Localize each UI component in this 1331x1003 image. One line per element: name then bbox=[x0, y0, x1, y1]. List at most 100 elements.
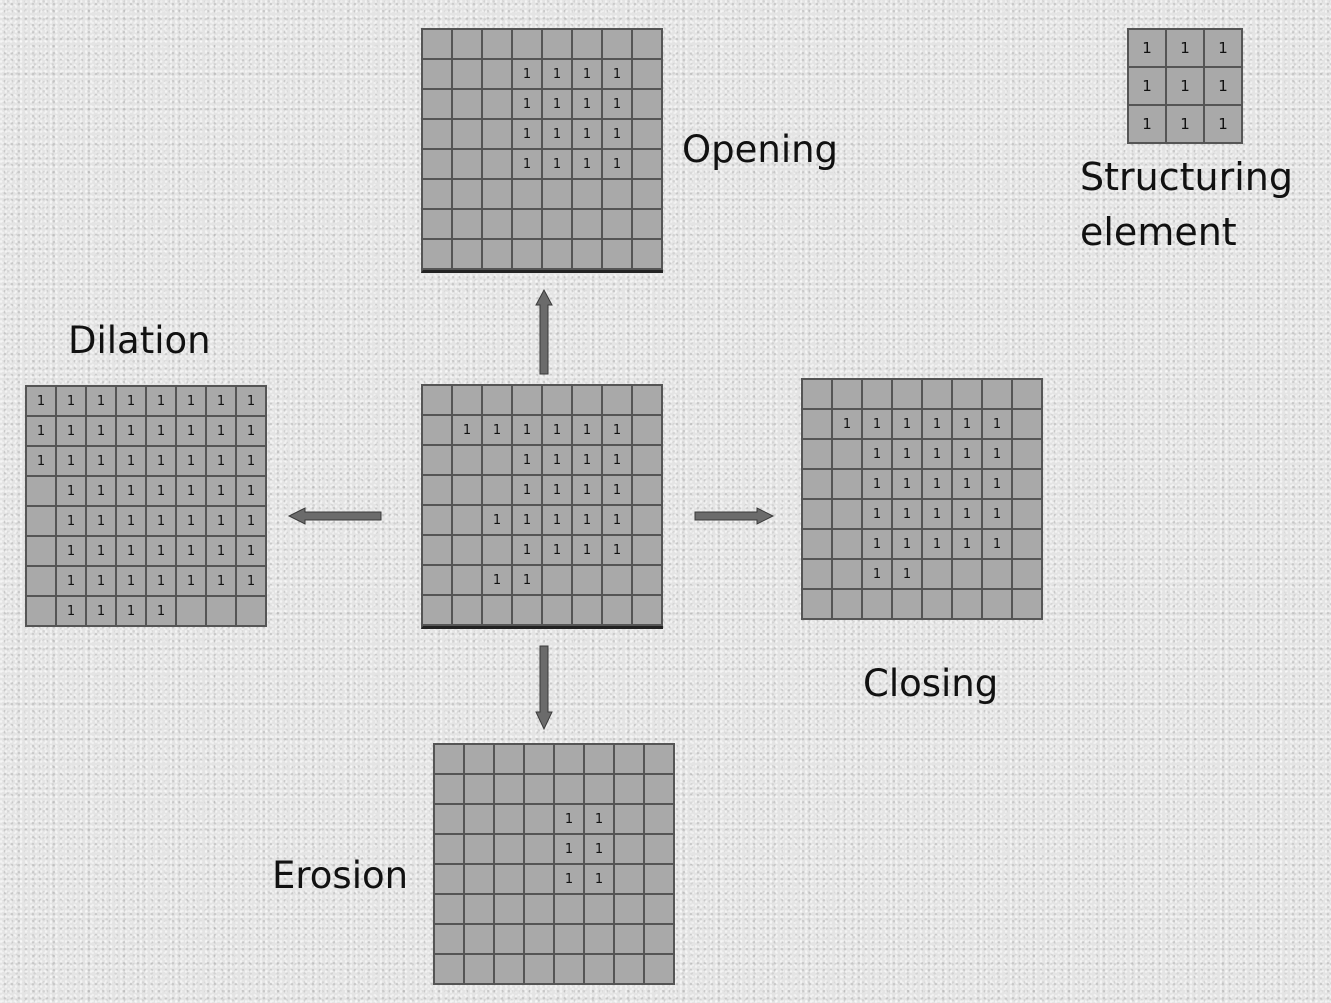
grid-cell-one: 1 bbox=[27, 417, 57, 447]
grid-cell bbox=[525, 775, 555, 805]
grid-cell-one: 1 bbox=[237, 567, 267, 597]
grid-cell-one: 1 bbox=[893, 470, 923, 500]
grid-cell bbox=[923, 590, 953, 620]
grid-cell bbox=[645, 895, 675, 925]
grid-cell bbox=[423, 506, 453, 536]
grid-cell bbox=[453, 476, 483, 506]
grid-cell bbox=[27, 567, 57, 597]
grid-cell bbox=[573, 386, 603, 416]
grid-cell-one: 1 bbox=[573, 150, 603, 180]
grid-cell-one: 1 bbox=[87, 447, 117, 477]
grid-cell bbox=[803, 560, 833, 590]
grid-cell-one: 1 bbox=[1167, 106, 1205, 144]
grid-cell-one: 1 bbox=[483, 566, 513, 596]
grid-cell bbox=[615, 925, 645, 955]
grid-cell bbox=[435, 955, 465, 985]
grid-cell bbox=[465, 805, 495, 835]
grid-cell-one: 1 bbox=[237, 447, 267, 477]
grid-cell-one: 1 bbox=[87, 417, 117, 447]
grid-cell bbox=[923, 560, 953, 590]
grid-cell-one: 1 bbox=[555, 805, 585, 835]
grid-cell-one: 1 bbox=[983, 410, 1013, 440]
grid-cell-one: 1 bbox=[57, 417, 87, 447]
grid-cell-one: 1 bbox=[833, 410, 863, 440]
grid-cell-one: 1 bbox=[513, 506, 543, 536]
grid-cell-one: 1 bbox=[543, 120, 573, 150]
grid-cell-one: 1 bbox=[513, 566, 543, 596]
grid-cell bbox=[453, 536, 483, 566]
grid-cell bbox=[633, 596, 663, 626]
grid-cell bbox=[803, 410, 833, 440]
grid-cell bbox=[633, 476, 663, 506]
grid-cell-one: 1 bbox=[513, 60, 543, 90]
grid-cell-one: 1 bbox=[207, 417, 237, 447]
grid-cell bbox=[633, 386, 663, 416]
grid-cell bbox=[603, 596, 633, 626]
grid-cell bbox=[615, 955, 645, 985]
grid-cell bbox=[983, 590, 1013, 620]
grid-cell bbox=[483, 240, 513, 270]
grid-cell-one: 1 bbox=[953, 440, 983, 470]
grid-cell-one: 1 bbox=[543, 416, 573, 446]
grid-cell bbox=[833, 590, 863, 620]
grid-cell-one: 1 bbox=[27, 447, 57, 477]
grid-cell-one: 1 bbox=[1205, 106, 1243, 144]
grid-cell bbox=[803, 500, 833, 530]
grid-cell-one: 1 bbox=[603, 416, 633, 446]
grid-cell-one: 1 bbox=[603, 150, 633, 180]
grid-cell-one: 1 bbox=[953, 530, 983, 560]
grid-cell bbox=[585, 895, 615, 925]
grid-cell bbox=[453, 596, 483, 626]
grid-cell bbox=[893, 590, 923, 620]
grid-cell bbox=[603, 566, 633, 596]
grid-cell bbox=[555, 745, 585, 775]
grid-cell bbox=[207, 597, 237, 627]
grid-cell-one: 1 bbox=[237, 417, 267, 447]
grid-cell-one: 1 bbox=[177, 477, 207, 507]
grid-cell bbox=[633, 210, 663, 240]
grid-cell-one: 1 bbox=[603, 476, 633, 506]
grid-cell bbox=[465, 865, 495, 895]
grid-cell bbox=[483, 536, 513, 566]
grid-cell bbox=[525, 745, 555, 775]
grid-cell-one: 1 bbox=[543, 150, 573, 180]
grid-cell bbox=[453, 150, 483, 180]
grid-cell-one: 1 bbox=[573, 416, 603, 446]
grid-cell bbox=[633, 536, 663, 566]
grid-cell-one: 1 bbox=[207, 537, 237, 567]
grid-cell bbox=[1013, 410, 1043, 440]
grid-cell bbox=[27, 507, 57, 537]
grid-cell bbox=[633, 416, 663, 446]
grid-cell bbox=[495, 805, 525, 835]
grid-cell-one: 1 bbox=[57, 447, 87, 477]
grid-cell-one: 1 bbox=[585, 835, 615, 865]
grid-cell-one: 1 bbox=[207, 387, 237, 417]
grid-cell-one: 1 bbox=[585, 865, 615, 895]
grid-cell bbox=[603, 210, 633, 240]
grid-cell bbox=[435, 775, 465, 805]
grid-cell bbox=[1013, 440, 1043, 470]
grid-cell bbox=[645, 745, 675, 775]
grid-cell-one: 1 bbox=[863, 530, 893, 560]
grid-cell-one: 1 bbox=[87, 387, 117, 417]
grid-cell bbox=[465, 925, 495, 955]
grid-cell bbox=[465, 745, 495, 775]
grid-cell bbox=[833, 530, 863, 560]
grid-cell-one: 1 bbox=[603, 60, 633, 90]
grid-cell-one: 1 bbox=[513, 90, 543, 120]
grid-cell-one: 1 bbox=[543, 506, 573, 536]
grid-cell bbox=[893, 380, 923, 410]
grid-cell bbox=[555, 925, 585, 955]
grid-cell bbox=[603, 30, 633, 60]
grid-cell bbox=[423, 180, 453, 210]
grid-cell-one: 1 bbox=[57, 507, 87, 537]
grid-cell bbox=[1013, 500, 1043, 530]
grid-cell bbox=[483, 120, 513, 150]
grid-cell bbox=[495, 925, 525, 955]
grid-cell bbox=[495, 955, 525, 985]
grid-cell-one: 1 bbox=[863, 560, 893, 590]
grid-cell bbox=[465, 775, 495, 805]
grid-cell bbox=[483, 476, 513, 506]
grid-cell bbox=[483, 30, 513, 60]
grid-cell-one: 1 bbox=[207, 507, 237, 537]
